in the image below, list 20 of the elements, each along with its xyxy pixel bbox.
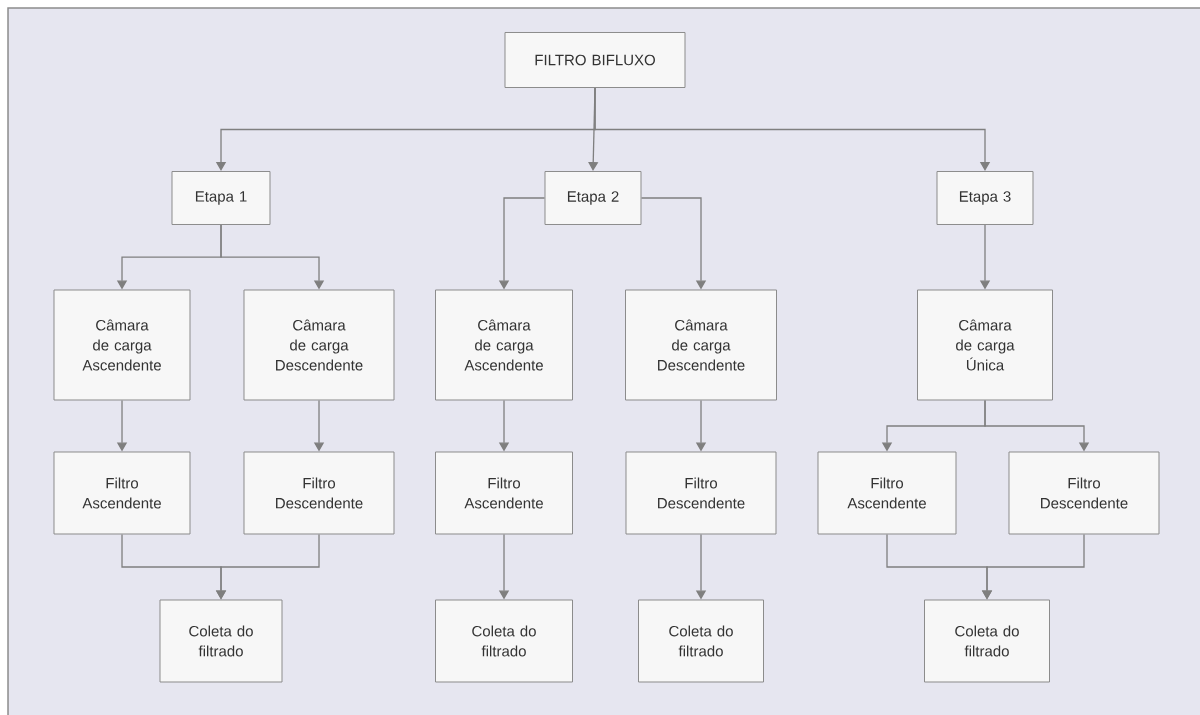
process-box: Etapa 3 (936, 171, 1034, 225)
process-box: Filtro Ascendente (53, 451, 191, 535)
process-box: Câmara de carga Descendente (625, 289, 777, 401)
process-box: Coleta do filtrado (435, 599, 573, 683)
process-box: Câmara de carga Única (917, 289, 1053, 401)
process-box: Etapa 1 (171, 171, 271, 225)
process-box: Filtro Ascendente (435, 451, 573, 535)
process-box: Filtro Descendente (625, 451, 777, 535)
process-box: Câmara de carga Ascendente (435, 289, 573, 401)
process-box: Coleta do filtrado (924, 599, 1050, 683)
process-box: Filtro Descendente (1008, 451, 1160, 535)
process-box: Etapa 2 (544, 171, 642, 225)
process-box: Câmara de carga Descendente (243, 289, 395, 401)
process-box: Filtro Ascendente (817, 451, 957, 535)
process-box: FILTRO BIFLUXO (504, 32, 686, 88)
process-box: Filtro Descendente (243, 451, 395, 535)
process-box: Coleta do filtrado (159, 599, 283, 683)
arrow (594, 87, 991, 171)
process-box: Câmara de carga Ascendente (53, 289, 191, 401)
process-box: Coleta do filtrado (638, 599, 764, 683)
